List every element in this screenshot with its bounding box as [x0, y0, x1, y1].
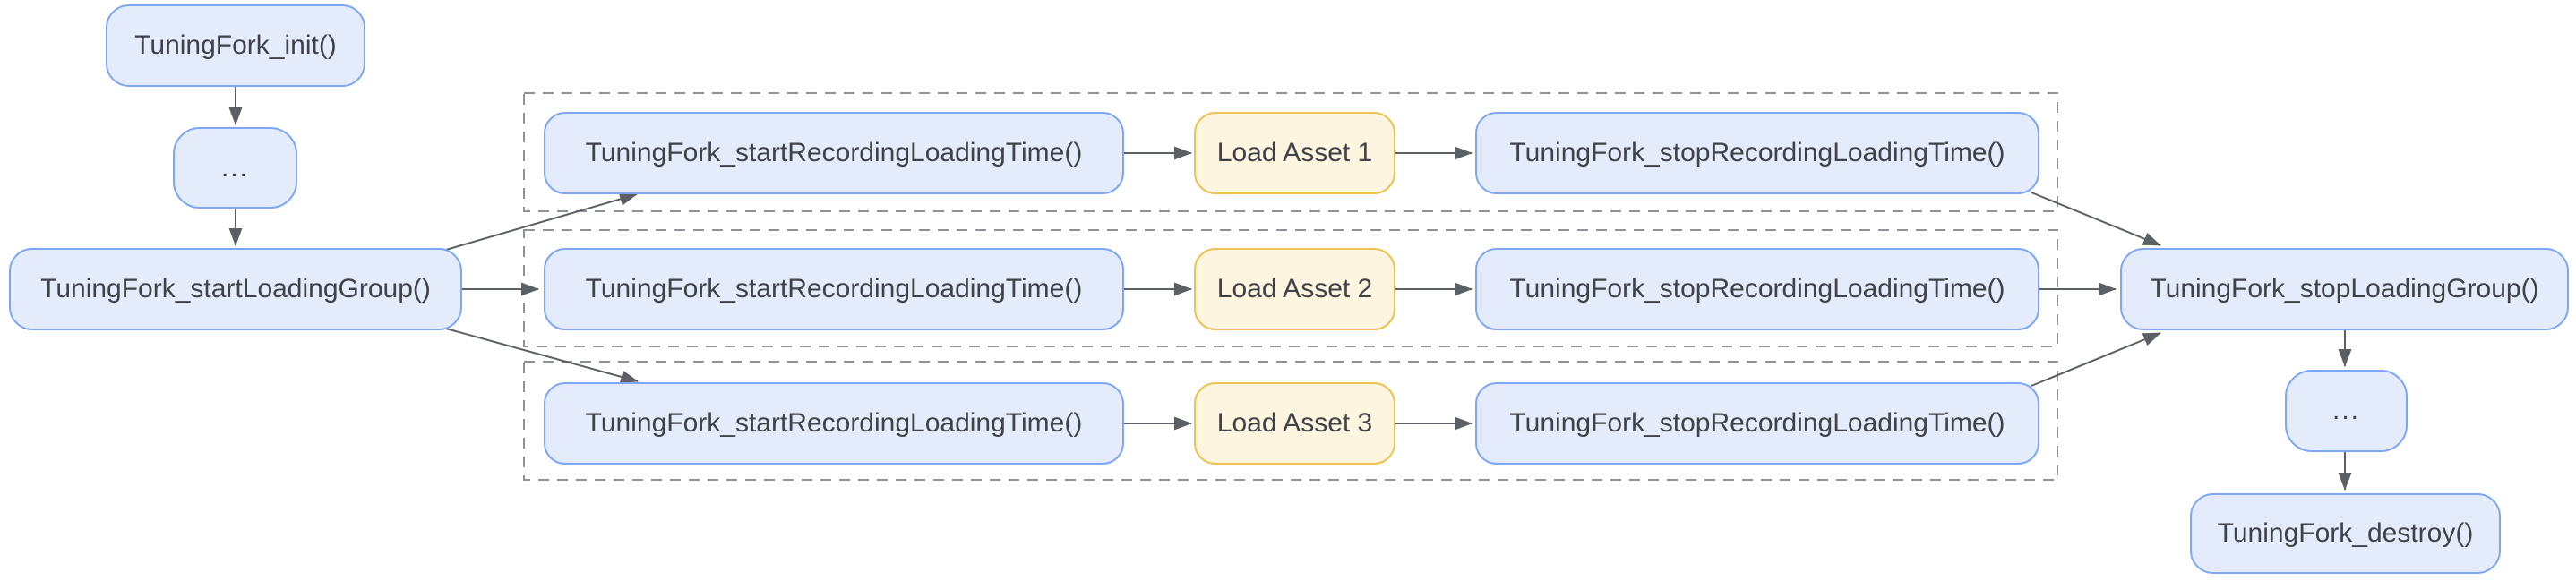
edge-row1-stop-to-stop-group: [2031, 192, 2161, 246]
edge-start-group-to-row3: [445, 328, 639, 384]
node-tuningfork-destroy: TuningFork_destroy(): [2190, 493, 2501, 574]
node-row3-load-asset: Load Asset 3: [1194, 382, 1395, 465]
asset-group-1-boundary: [523, 92, 2058, 212]
node-tuningfork-init: TuningFork_init(): [106, 4, 365, 87]
node-row3-start-recording: TuningFork_startRecordingLoadingTime(): [544, 382, 1124, 465]
node-row1-start-recording: TuningFork_startRecordingLoadingTime(): [544, 112, 1124, 194]
node-row2-load-asset: Load Asset 2: [1194, 248, 1395, 330]
edge-start-group-to-row1: [445, 192, 638, 251]
node-stop-loading-group: TuningFork_stopLoadingGroup(): [2120, 248, 2569, 330]
node-ellipsis-after-loading: ...: [2285, 370, 2408, 452]
node-row2-start-recording: TuningFork_startRecordingLoadingTime(): [544, 248, 1124, 330]
node-ellipsis-before-loading: ...: [173, 127, 297, 209]
asset-group-3-boundary: [523, 361, 2058, 481]
node-start-loading-group: TuningFork_startLoadingGroup(): [9, 248, 462, 330]
node-row1-load-asset: Load Asset 1: [1194, 112, 1395, 194]
edge-row3-stop-to-stop-group: [2031, 332, 2161, 387]
node-row3-stop-recording: TuningFork_stopRecordingLoadingTime(): [1475, 382, 2039, 465]
node-row1-stop-recording: TuningFork_stopRecordingLoadingTime(): [1475, 112, 2039, 194]
node-row2-stop-recording: TuningFork_stopRecordingLoadingTime(): [1475, 248, 2039, 330]
